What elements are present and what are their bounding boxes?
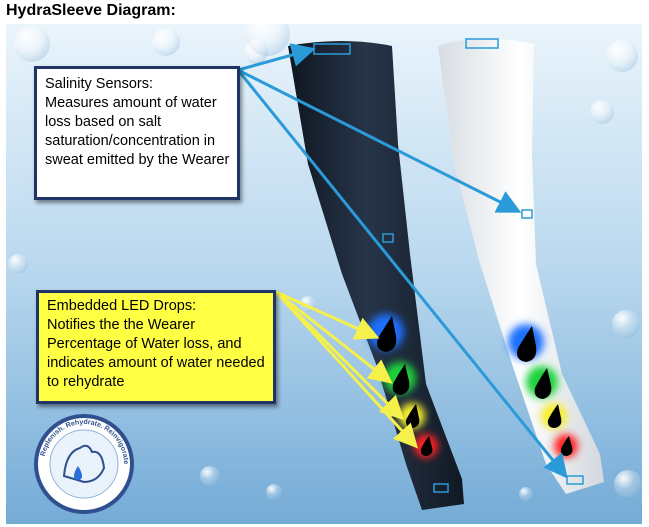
led-drops-dark-sleeve bbox=[368, 314, 438, 458]
led-drop-blue bbox=[377, 316, 397, 352]
led-drop-red bbox=[420, 436, 433, 456]
led-arrows bbox=[274, 290, 419, 449]
led-drop-green-white bbox=[534, 368, 552, 399]
led-drop-blue-white bbox=[517, 326, 537, 362]
sensor-arrow-mid bbox=[237, 68, 522, 213]
salinity-sensors-heading: Salinity Sensors: bbox=[45, 76, 153, 92]
led-drops-callout: Embedded LED Drops: Notifies the the Wea… bbox=[36, 290, 276, 404]
led-drop-red-white bbox=[560, 436, 573, 456]
led-drops-heading: Embedded LED Drops: bbox=[47, 298, 197, 314]
water-drop-icon bbox=[74, 466, 82, 480]
sensor-arrow-top bbox=[237, 43, 316, 72]
salinity-sensor-white-mid bbox=[521, 209, 533, 219]
page-title: HydraSleeve Diagram: bbox=[6, 2, 176, 19]
led-drops-description: Notifies the the Wearer Percentage of Wa… bbox=[47, 317, 265, 390]
led-drop-green bbox=[392, 364, 410, 395]
led-drop-yellow bbox=[405, 404, 420, 428]
sensor-arrow-bottom bbox=[236, 69, 568, 479]
led-drops-white-sleeve bbox=[508, 324, 578, 458]
salinity-sensor-white-bottom bbox=[566, 475, 584, 485]
led-arrow-red bbox=[274, 290, 419, 449]
salinity-sensors-callout: Salinity Sensors: Measures amount of wat… bbox=[34, 66, 240, 200]
salinity-sensor-dark-mid bbox=[382, 233, 394, 243]
led-arrow-blue bbox=[275, 290, 380, 340]
water-bubbles bbox=[8, 24, 642, 501]
diagram-panel: Replenish. Rehydrate. Reinvigorate. Sali… bbox=[6, 24, 642, 524]
white-sleeve bbox=[438, 38, 604, 494]
salinity-sensors-description: Measures amount of water loss based on s… bbox=[45, 95, 230, 168]
flexed-arm-icon bbox=[62, 444, 106, 484]
led-arrow-green bbox=[275, 290, 393, 384]
led-drop-yellow-white bbox=[547, 404, 562, 428]
sensor-arrows bbox=[236, 43, 568, 479]
dark-sleeve bbox=[288, 41, 464, 510]
salinity-sensor-white-top bbox=[465, 38, 499, 49]
salinity-sensor-dark-bottom bbox=[433, 483, 449, 493]
